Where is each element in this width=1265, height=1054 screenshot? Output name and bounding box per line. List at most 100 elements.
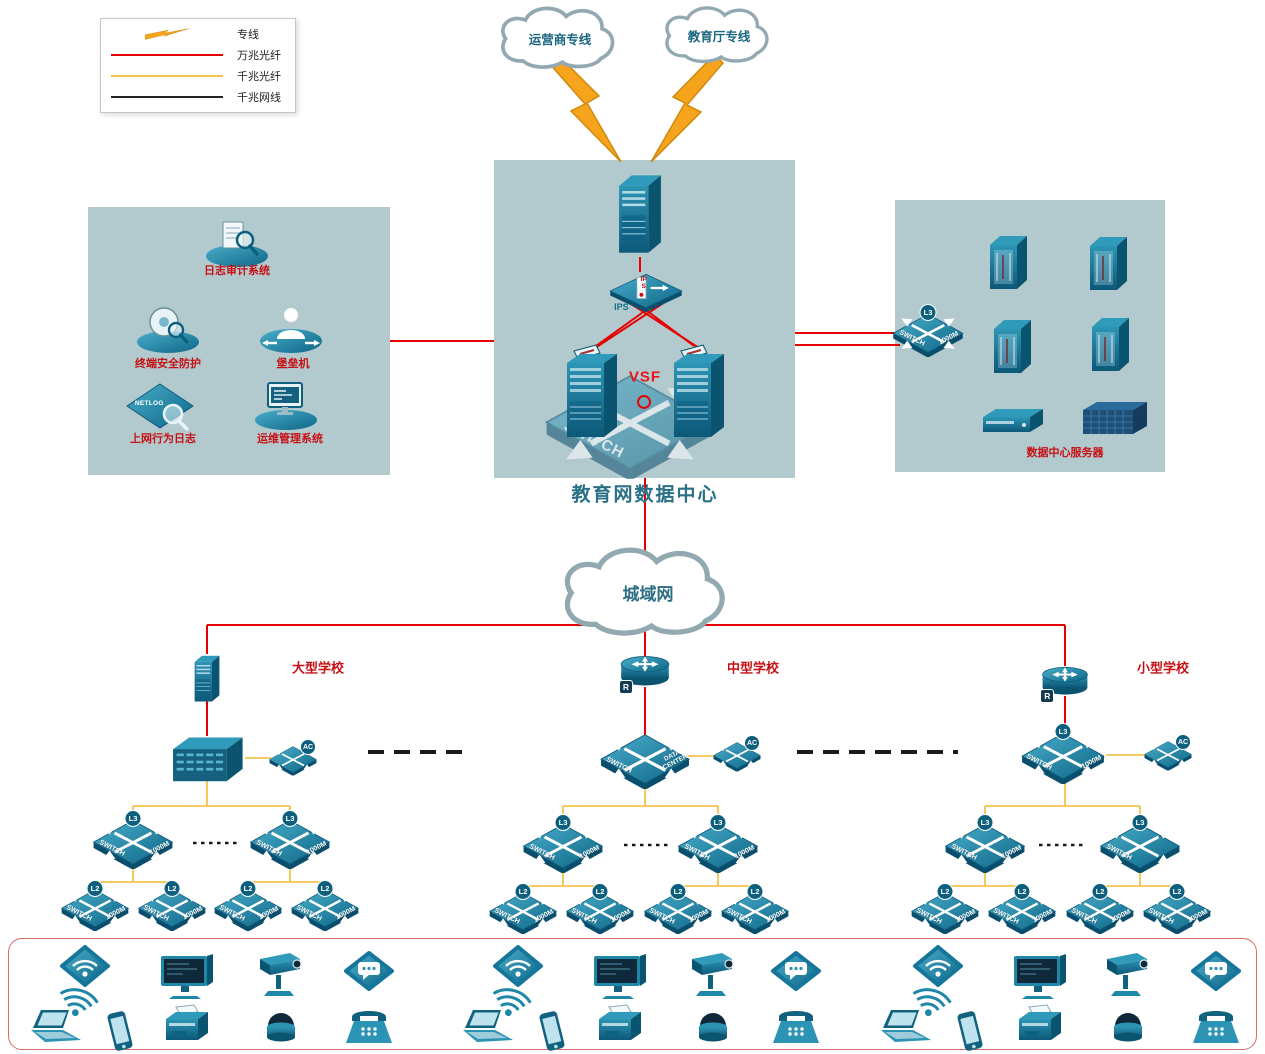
router-icon: R [617, 654, 673, 694]
l2-switch-icon: L2 SWITCH 1000M [908, 883, 982, 934]
l2-badge: L2 [936, 883, 954, 900]
l3-badge: L3 [709, 814, 727, 831]
chat-device-icon [770, 950, 822, 992]
dome-camera-icon [260, 1008, 302, 1046]
man-cloud-label: 城域网 [622, 584, 674, 604]
legend-label: 千兆网线 [237, 91, 281, 104]
ac-controller-icon: AC [712, 735, 762, 773]
dome-camera-icon [1107, 1008, 1149, 1046]
bastion-host-icon [257, 303, 325, 355]
datacenter-switch-icon: SWITCH DATA CENTER [596, 731, 694, 789]
ptz-camera-icon [686, 949, 740, 999]
telephone-icon [771, 1007, 821, 1047]
legend-label: 万兆光纤 [237, 50, 281, 63]
l2-badge: L2 [163, 880, 181, 897]
school-core-switch-icon [169, 733, 245, 783]
l2-switch-icon: L2 SWITCH 1000M [58, 880, 132, 931]
l3-switch-icon: L3 SWITCH [1097, 814, 1183, 873]
legend-item-1g-cable: 千兆网线 [111, 89, 285, 105]
lightning-bolt-icon [650, 52, 724, 163]
datacenter-title: 教育网数据中心 [571, 484, 719, 506]
l3-badge: L3 [124, 810, 142, 827]
ac-badge: AC [300, 739, 316, 755]
l2-switch-icon: L2 SWITCH 1000M [563, 883, 637, 934]
lightning-bolt-icon [144, 28, 189, 41]
chat-device-icon [343, 950, 395, 992]
ac-badge: AC [1175, 734, 1191, 750]
man-cloud: 城域网 [539, 544, 757, 640]
l2-badge: L2 [1168, 883, 1186, 900]
l2-badge: L2 [591, 883, 609, 900]
smartphone-icon [955, 1009, 985, 1053]
legend: 专线 万兆光纤 千兆光纤 千兆网线 [100, 18, 296, 113]
medium-school-label: 中型学校 [726, 660, 780, 676]
l2-badge: L2 [1013, 883, 1031, 900]
l2-switch-icon: L2 SWITCH 1000M [641, 883, 715, 934]
carrier-cloud: 运营商专线 [483, 4, 638, 72]
desktop-monitor-icon [159, 952, 215, 1000]
l3-badge: L3 [1054, 723, 1072, 740]
l2-badge: L2 [316, 880, 334, 897]
core-chassis-left-icon [563, 343, 621, 441]
desktop-monitor-icon [592, 952, 648, 1000]
netlog-label: 上网行为日志 [130, 433, 196, 445]
small-school-label: 小型学校 [1136, 660, 1190, 676]
rack-storage-icon [1081, 400, 1147, 436]
legend-item-dedicated: 专线 [111, 26, 285, 42]
legend-item-1g-fiber: 千兆光纤 [111, 68, 285, 84]
l3-switch-icon: L3 SWITCH 1000M [90, 810, 176, 869]
ptz-camera-icon [254, 949, 308, 999]
netlog-icon: NETLOG [123, 380, 197, 434]
l2-badge: L2 [239, 880, 257, 897]
laptop-icon [879, 1008, 935, 1046]
l3-badge: L3 [1131, 814, 1149, 831]
vsf-ring-icon [635, 393, 653, 411]
l2-switch-icon: L2 SWITCH 1000M [1140, 883, 1214, 934]
l2-switch-icon: L2 SWITCH 1000M [288, 880, 362, 931]
l2-badge: L2 [746, 883, 764, 900]
school-core-switch-icon: L3 SWITCH 1000M [1017, 723, 1109, 784]
netlog-badge: NETLOG [134, 399, 164, 407]
printer-icon [595, 1003, 645, 1045]
ptz-camera-icon [1101, 949, 1155, 999]
l2-switch-icon: L2 SWITCH 1000M [135, 880, 209, 931]
yellow-line-sample [111, 74, 223, 77]
l3-badge: L3 [554, 814, 572, 831]
l3-badge: L3 [919, 304, 937, 321]
l3-badge: L3 [281, 810, 299, 827]
endpoint-security-label: 终端安全防护 [135, 358, 201, 370]
l2-switch-icon: L2 SWITCH 1000M [718, 883, 792, 934]
l2-badge: L2 [669, 883, 687, 900]
bastion-host-label: 堡垒机 [276, 358, 310, 370]
smartphone-icon [537, 1009, 567, 1053]
core-chassis-right-icon [670, 343, 728, 441]
ips-label: IPS [614, 302, 629, 312]
log-audit-icon [203, 216, 271, 268]
datacenter-switch-icon: L3 SWITCH 1000M [891, 304, 965, 357]
l3-switch-icon: L3 SWITCH 1000M [247, 810, 333, 869]
l3-badge: L3 [976, 814, 994, 831]
server-icon [987, 231, 1029, 293]
legend-label: 专线 [237, 29, 259, 42]
ips-device-icon: IPS IPS [608, 269, 684, 313]
lightning-bolt-icon [547, 52, 622, 163]
server-icon [1087, 232, 1129, 294]
printer-icon [1015, 1003, 1065, 1045]
ac-controller-icon: AC [1143, 734, 1193, 772]
router-badge: R [618, 680, 633, 694]
l2-badge: L2 [86, 880, 104, 897]
router-badge: R [1040, 689, 1055, 703]
ac-controller-icon: AC [268, 739, 318, 777]
l2-badge: L2 [1091, 883, 1109, 900]
dome-camera-icon [692, 1008, 734, 1046]
printer-icon [162, 1003, 212, 1045]
l3-switch-icon: L3 SWITCH 1000M [942, 814, 1028, 873]
large-school-label: 大型学校 [291, 660, 345, 676]
l3-switch-icon: L3 SWITCH 1000M [520, 814, 606, 873]
black-line-sample [111, 95, 223, 98]
laptop-icon [461, 1008, 517, 1046]
school-firewall-icon [187, 652, 227, 704]
l2-badge: L2 [514, 883, 532, 900]
laptop-icon [29, 1008, 85, 1046]
